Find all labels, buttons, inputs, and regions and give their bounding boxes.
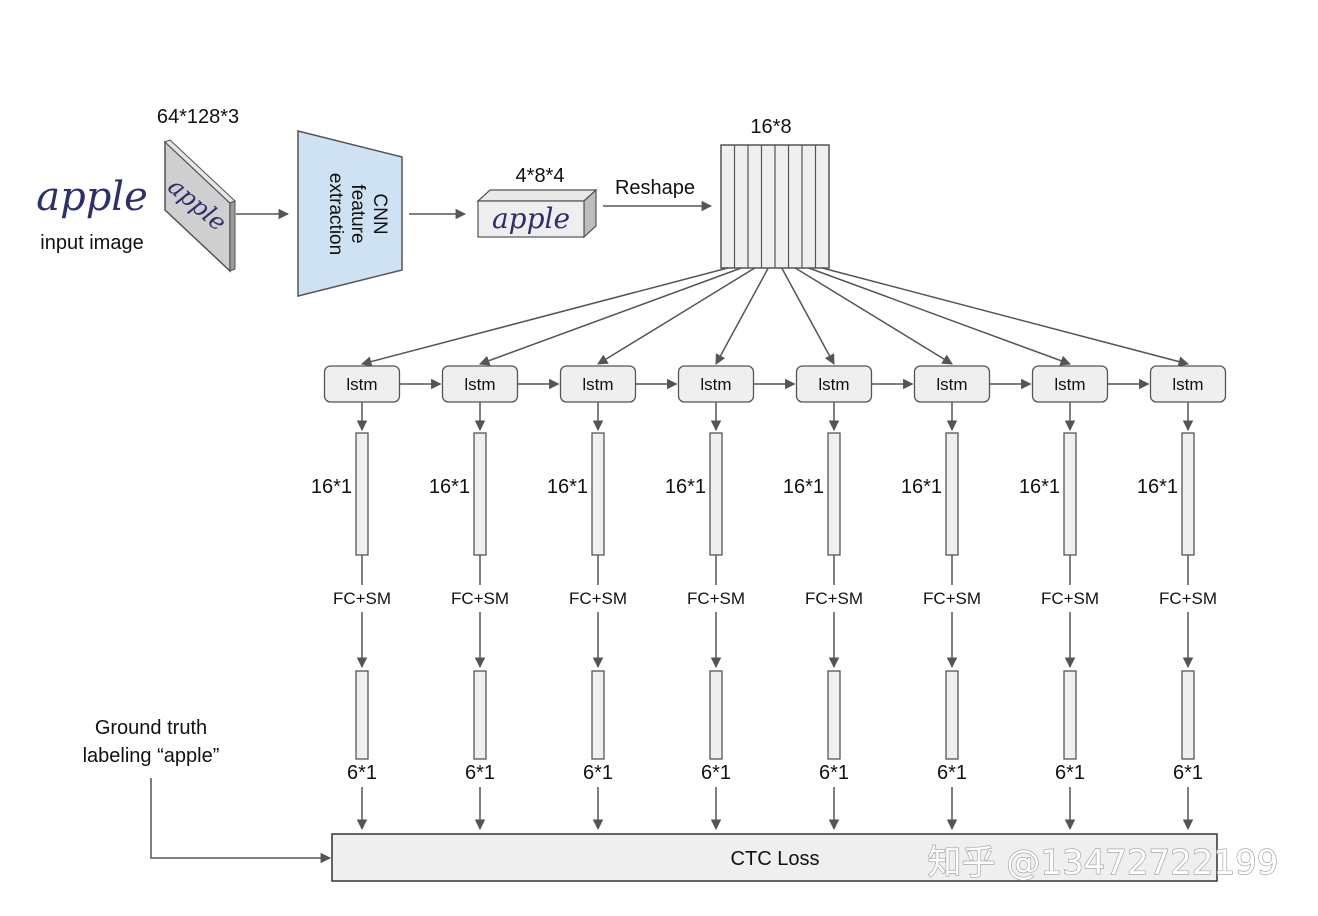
arrow-ground-truth-to-loss xyxy=(150,778,332,864)
feature-map-box: apple xyxy=(476,188,598,239)
lstm-label: lstm xyxy=(346,375,377,394)
fan-out-arrow xyxy=(808,267,1071,366)
fc-softmax-label: FC+SM xyxy=(687,589,745,608)
timestep-column: lstm 16*1FC+SM 6*1 xyxy=(783,365,914,831)
output-vector-label: 6*1 xyxy=(465,762,495,784)
hidden-vector-label: 16*1 xyxy=(547,476,588,498)
hidden-vector-bar xyxy=(827,432,841,556)
watermark: 知乎 @13472722199 xyxy=(928,843,1279,883)
fan-out-arrow xyxy=(597,267,756,365)
input-handwritten-word: apple xyxy=(36,174,148,220)
hidden-vector-label: 16*1 xyxy=(1019,476,1060,498)
timestep-column: lstm 16*1FC+SM 6*1 xyxy=(1137,365,1227,831)
ctc-loss-box xyxy=(331,833,1218,882)
feature-map-dims-label: 4*8*4 xyxy=(516,165,565,187)
timestep-column: lstm 16*1FC+SM 6*1 xyxy=(665,365,796,831)
timestep-column: lstm 16*1FC+SM 6*1 xyxy=(901,365,1032,831)
output-vector-label: 6*1 xyxy=(1055,762,1085,784)
fan-out-arrow xyxy=(781,267,835,365)
lstm-label: lstm xyxy=(818,375,849,394)
hidden-vector-label: 16*1 xyxy=(429,476,470,498)
hidden-vector-bar xyxy=(473,432,487,556)
fc-softmax-label: FC+SM xyxy=(1041,589,1099,608)
hidden-vector-bar xyxy=(1181,432,1195,556)
lstm-label: lstm xyxy=(936,375,967,394)
hidden-vector-label: 16*1 xyxy=(1137,476,1178,498)
hidden-vector-label: 16*1 xyxy=(783,476,824,498)
fan-out-arrow xyxy=(360,267,728,367)
input-image-label: input image xyxy=(40,232,143,254)
output-vector-bar xyxy=(355,670,369,760)
output-vector-bar xyxy=(1181,670,1195,760)
timestep-column: lstm 16*1FC+SM 6*1 xyxy=(1019,365,1150,831)
hidden-vector-label: 16*1 xyxy=(901,476,942,498)
hidden-vector-label: 16*1 xyxy=(665,476,706,498)
output-vector-bar xyxy=(709,670,723,760)
output-vector-label: 6*1 xyxy=(347,762,377,784)
ground-truth-line-2: labeling “apple” xyxy=(83,745,220,767)
fc-softmax-label: FC+SM xyxy=(923,589,981,608)
timesteps: lstm 16*1FC+SM 6*1 lstm 16*1FC+SM 6*1 lstm 16*1… xyxy=(311,365,1227,831)
input-image-slab: apple xyxy=(163,139,236,273)
reshape-block xyxy=(720,144,830,269)
fan-out-arrows xyxy=(360,267,1190,367)
reshape-label: Reshape xyxy=(615,177,695,199)
output-vector-label: 6*1 xyxy=(1173,762,1203,784)
fan-out-arrow xyxy=(822,267,1190,367)
input-dims-label: 64*128*3 xyxy=(157,106,239,128)
cnn-label-line-3: extraction xyxy=(325,173,346,255)
cnn-block xyxy=(297,130,403,297)
hidden-vector-label: 16*1 xyxy=(311,476,352,498)
output-vector-bar xyxy=(827,670,841,760)
output-vector-label: 6*1 xyxy=(583,762,613,784)
fan-out-arrow xyxy=(715,267,769,365)
ctc-loss-label: CTC Loss xyxy=(731,848,820,870)
hidden-vector-bar xyxy=(1063,432,1077,556)
output-vector-label: 6*1 xyxy=(937,762,967,784)
lstm-label: lstm xyxy=(1054,375,1085,394)
hidden-vector-bar xyxy=(591,432,605,556)
hidden-vector-bar xyxy=(945,432,959,556)
lstm-label: lstm xyxy=(700,375,731,394)
timestep-column: lstm 16*1FC+SM 6*1 xyxy=(547,365,678,831)
lstm-label: lstm xyxy=(464,375,495,394)
output-vector-label: 6*1 xyxy=(819,762,849,784)
output-vector-label: 6*1 xyxy=(701,762,731,784)
fc-softmax-label: FC+SM xyxy=(1159,589,1217,608)
output-vector-bar xyxy=(1063,670,1077,760)
cnn-label-line-1: CNN xyxy=(369,193,390,234)
timestep-column: lstm 16*1FC+SM 6*1 xyxy=(311,365,442,831)
output-vector-bar xyxy=(945,670,959,760)
fan-out-arrow xyxy=(794,267,953,365)
fc-softmax-label: FC+SM xyxy=(805,589,863,608)
output-vector-bar xyxy=(473,670,487,760)
fc-softmax-label: FC+SM xyxy=(333,589,391,608)
fan-out-arrow xyxy=(479,267,742,366)
cnn-label: CNN feature extraction xyxy=(325,173,390,255)
fc-softmax-label: FC+SM xyxy=(451,589,509,608)
timestep-column: lstm 16*1FC+SM 6*1 xyxy=(429,365,560,831)
hidden-vector-bar xyxy=(355,432,369,556)
reshape-dims-label: 16*8 xyxy=(750,116,791,138)
ground-truth-line-1: Ground truth xyxy=(95,717,207,739)
output-vector-bar xyxy=(591,670,605,760)
cnn-label-line-2: feature xyxy=(347,184,368,243)
hidden-vector-bar xyxy=(709,432,723,556)
fc-softmax-label: FC+SM xyxy=(569,589,627,608)
lstm-label: lstm xyxy=(582,375,613,394)
lstm-label: lstm xyxy=(1172,375,1203,394)
feature-map-handwritten-word: apple xyxy=(492,202,570,235)
